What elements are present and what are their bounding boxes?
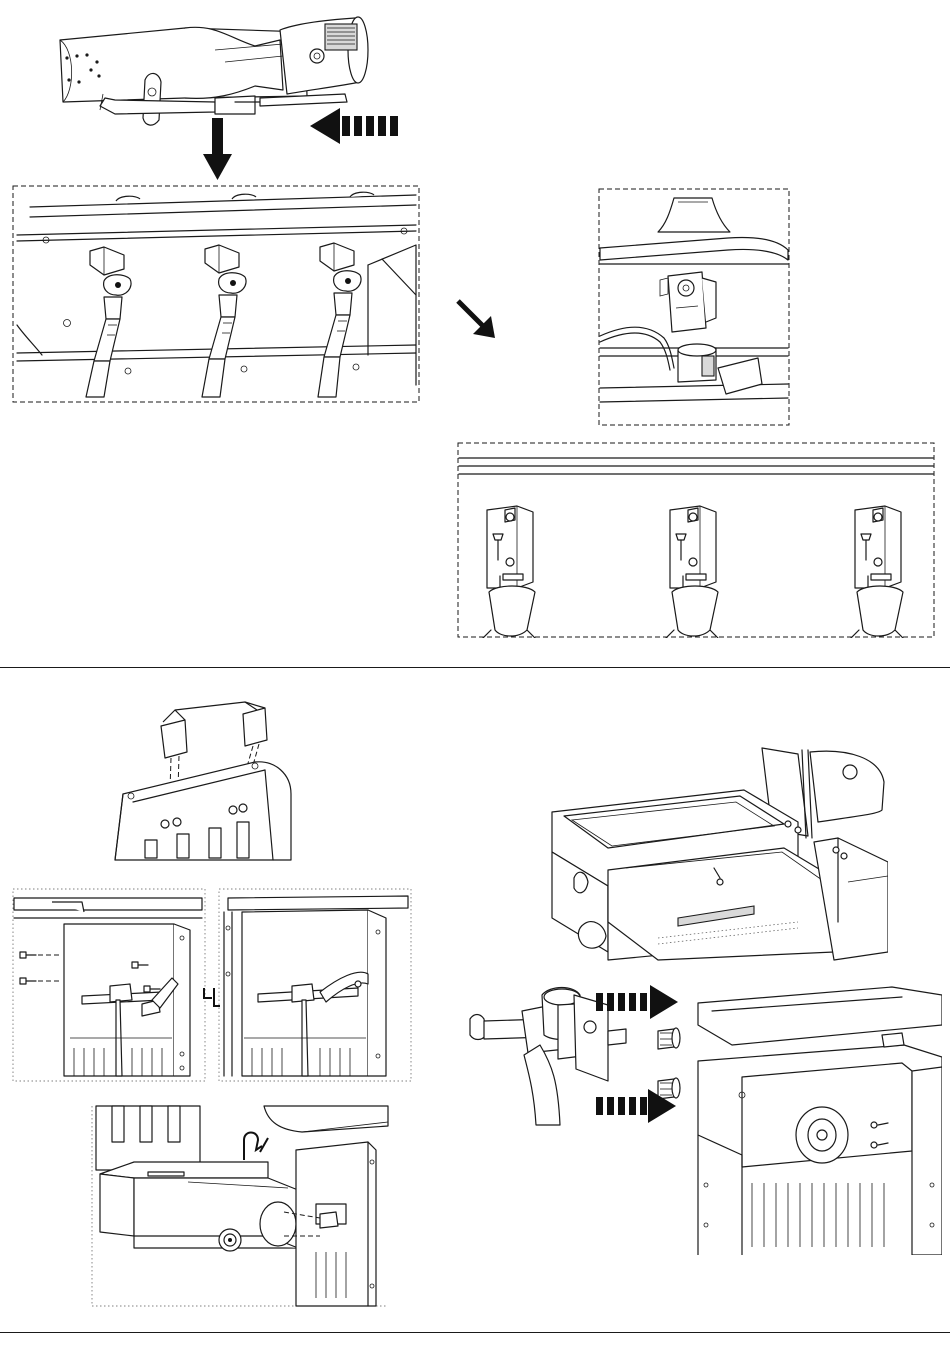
left-dashed-arrow-icon [310, 108, 398, 144]
hook-icon [244, 1133, 268, 1161]
lid-handle-attachment [105, 690, 310, 865]
side-burner-valve-connection [462, 985, 942, 1255]
down-arrow-icon [203, 118, 232, 180]
burner-tube-detail [55, 10, 430, 185]
burner-bracket-closeup [598, 188, 790, 426]
bracket-screw-row [457, 442, 935, 638]
side-panel-screws-left [12, 888, 207, 1083]
side-burner-box-hanging [88, 1102, 393, 1307]
control-valve-row [12, 185, 420, 403]
bottom-divider [0, 1332, 950, 1333]
diagonal-arrow-icon [455, 298, 500, 343]
section-divider [0, 667, 950, 668]
side-burner-top-view [548, 742, 888, 964]
side-panel-screws-right [218, 888, 413, 1083]
